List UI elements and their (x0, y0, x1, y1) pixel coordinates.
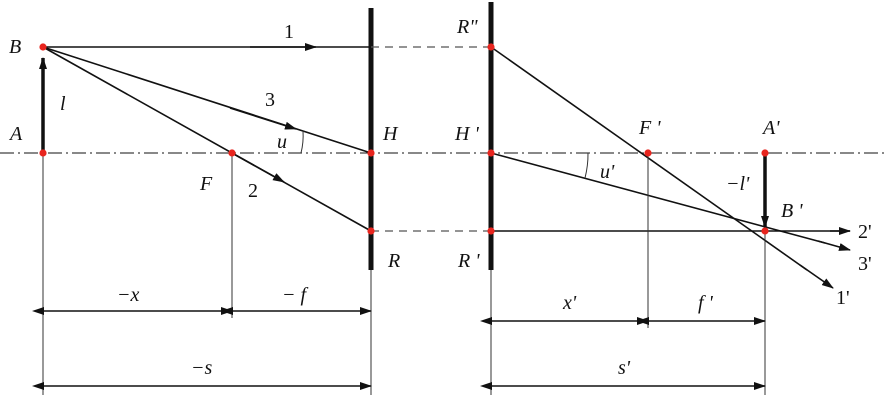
ray-3-exit-arrow (817, 240, 851, 251)
dim-label-f-prime: f ' (698, 292, 714, 314)
point-B-prime (761, 227, 769, 235)
point-F-prime (644, 149, 652, 157)
label-B: B (9, 36, 21, 58)
ray-3-object-side (42, 46, 372, 154)
ray-1-exit-arrow (799, 264, 834, 289)
label-R: R (387, 250, 400, 272)
point-A (39, 149, 47, 157)
ray-1-image-side (490, 46, 808, 271)
dim-label-s-prime: s' (618, 357, 631, 379)
angle-u-prime-arc (584, 152, 589, 179)
label-u: u (277, 131, 287, 153)
dim-label-minus-s: −s (191, 357, 212, 379)
label-F: F (199, 173, 213, 195)
point-A-prime (761, 149, 769, 157)
label-R-prime: R ' (457, 250, 480, 272)
ray-number-2-prime: 2' (858, 221, 872, 243)
ray-2-arrowhead (231, 152, 285, 183)
ray-2-object-side (42, 46, 372, 232)
ray-3-arrowhead (229, 107, 297, 130)
point-R-prime (487, 227, 495, 235)
label-H: H (382, 123, 399, 145)
label-F-prime: F ' (638, 117, 661, 139)
point-B (39, 43, 47, 51)
point-R (367, 227, 375, 235)
label-A: A (8, 123, 23, 145)
label-H-prime: H ' (454, 123, 479, 145)
point-H (367, 149, 375, 157)
ray-number-3-prime: 3' (858, 253, 872, 275)
label-A-prime: A' (761, 117, 780, 139)
dim-label-minus-f: − f (282, 284, 308, 306)
dim-label-x-prime: x' (562, 292, 577, 314)
point-F (228, 149, 236, 157)
angle-u-arc (300, 130, 304, 154)
ray-number-1-prime: 1' (836, 287, 850, 309)
label-minus-l-prime: −l' (726, 173, 750, 195)
point-R-double-prime (487, 43, 495, 51)
label-R-double-prime: R" (456, 16, 478, 38)
dim-label-minus-x: −x (117, 284, 139, 306)
label-u-prime: u' (600, 161, 615, 183)
label-l: l (60, 93, 66, 115)
ray-3-image-side (490, 152, 826, 244)
ray-number-3: 3 (265, 89, 275, 111)
ray-number-1: 1 (284, 21, 294, 43)
label-B-prime: B ' (781, 200, 803, 222)
ray-number-2: 2 (248, 180, 258, 202)
point-H-prime (487, 149, 495, 157)
